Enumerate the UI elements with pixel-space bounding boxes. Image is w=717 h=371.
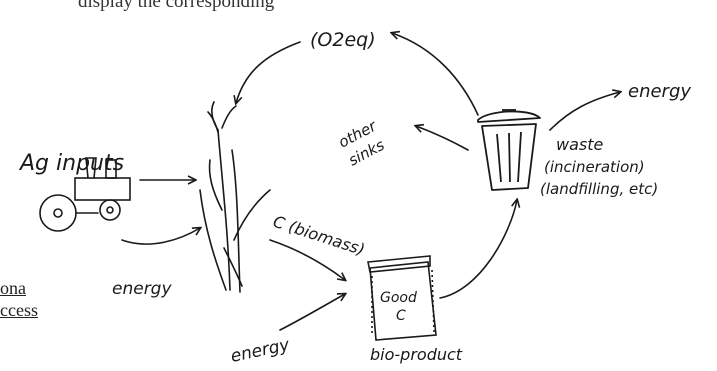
bag-label-line-2: C	[396, 308, 406, 324]
arrow-energy-to-plant	[122, 228, 200, 244]
co2-label: (O2eq)	[310, 29, 376, 51]
energy-label-right: energy	[628, 81, 691, 102]
waste-label: waste	[556, 135, 604, 154]
arrow-co2-to-plant	[236, 42, 300, 103]
energy-label-bottom: energy	[229, 335, 292, 367]
bag-label-line-1: Good	[380, 290, 417, 306]
waste-landfilling-label: (landfilling, etc)	[540, 180, 658, 198]
plant-icon	[200, 102, 270, 292]
waste-incineration-label: (incineration)	[544, 158, 645, 176]
bio-product-label: bio-product	[370, 345, 463, 364]
arrow-waste-to-co2	[392, 33, 478, 115]
biomass-label: C (biomass)	[271, 212, 367, 259]
energy-label-left: energy	[112, 279, 172, 299]
arrow-waste-to-other-sinks	[416, 126, 468, 150]
ag-inputs-label: Ag inputs	[18, 151, 124, 176]
arrow-bioproduct-to-waste	[440, 200, 517, 298]
trash-can-icon	[478, 110, 540, 190]
arrow-waste-to-energy	[550, 92, 620, 130]
arrow-energy-to-bioproduct	[280, 294, 345, 330]
